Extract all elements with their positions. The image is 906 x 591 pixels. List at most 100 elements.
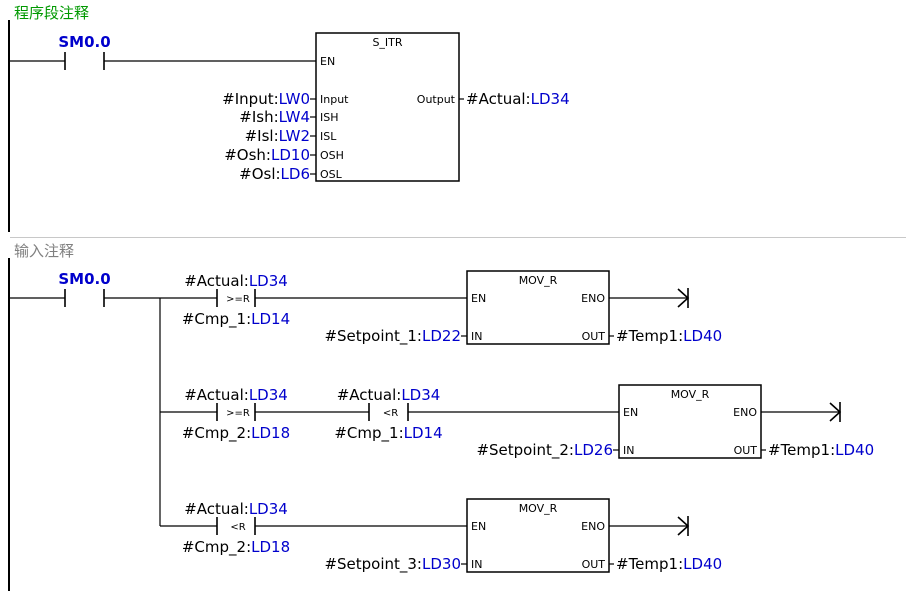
address: LW2 [279, 127, 310, 145]
address: LD40 [835, 441, 874, 459]
pin-osl: OSL [320, 168, 343, 181]
input-operand-osh-text: #Osh:LD10 [224, 146, 310, 164]
compare-operand-top[interactable]: #Actual:LD34 [184, 386, 288, 404]
compare-operand-top-text: #Actual:LD34 [184, 500, 288, 518]
pin-en: EN [623, 406, 638, 419]
contact-sm0-0-network-1[interactable]: SM0.0 [58, 33, 111, 70]
out-operand-3-text: #Temp1:LD40 [616, 555, 722, 573]
pin-eno: ENO [733, 406, 757, 419]
pin-eno: ENO [581, 292, 605, 305]
compare-operand-top[interactable]: #Actual:LD34 [184, 500, 288, 518]
symbol-name: #Osl: [239, 165, 280, 183]
function-box-frame[interactable] [315, 32, 460, 182]
compare-operand-top-text: #Actual:LD34 [184, 386, 288, 404]
input-operand-osl-text: #Osl:LD6 [239, 165, 310, 183]
symbol-name: #Actual: [466, 90, 531, 108]
out-operand-1[interactable]: #Temp1:LD40 [616, 327, 722, 345]
symbol-name: #Isl: [245, 127, 279, 145]
symbol-name: #Temp1: [616, 555, 683, 573]
compare-operand-bottom[interactable]: #Cmp_2:LD18 [182, 424, 290, 443]
pin-en: EN [320, 55, 335, 68]
compare-operand-top[interactable]: #Actual:LD34 [184, 272, 288, 290]
compare-operand-bottom[interactable]: #Cmp_2:LD18 [182, 538, 290, 557]
pin-input: Input [320, 93, 349, 106]
input-operand-osh[interactable]: #Osh:LD10 [224, 146, 310, 164]
symbol-name: #Setpoint_2: [476, 441, 574, 460]
address: LD10 [271, 146, 310, 164]
pin-output: Output [417, 93, 456, 106]
box-title: MOV_R [519, 502, 558, 515]
symbol-name: #Input: [222, 90, 278, 108]
out-operand-2-text: #Temp1:LD40 [768, 441, 874, 459]
address: LD22 [422, 327, 461, 345]
compare-operand-bottom-text: #Cmp_1:LD14 [334, 424, 442, 443]
output-operand[interactable]: #Actual:LD34 [466, 90, 570, 108]
address: LD34 [249, 272, 288, 290]
symbol-name: #Osh: [224, 146, 271, 164]
pin-in: IN [471, 330, 482, 343]
symbol-name: #Cmp_2: [182, 424, 251, 443]
output-operand-text: #Actual:LD34 [466, 90, 570, 108]
pin-out: OUT [582, 558, 606, 571]
symbol-name: #Temp1: [616, 327, 683, 345]
function-box-frame[interactable] [618, 384, 762, 459]
input-operand-ish[interactable]: #Ish:LW4 [239, 108, 310, 126]
address: LD6 [281, 165, 310, 183]
symbol-name: #Ish: [239, 108, 278, 126]
compare-contact-2-1[interactable]: >=R#Actual:LD34#Cmp_2:LD18 [182, 386, 290, 443]
compare-contact-1-1[interactable]: >=R#Actual:LD34#Cmp_1:LD14 [182, 272, 290, 329]
pin-in: IN [471, 558, 482, 571]
compare-contact-3-1[interactable]: <R #Actual:LD34 #Cmp_2:LD18 [182, 500, 290, 557]
input-operand-input[interactable]: #Input:LW0 [222, 90, 310, 108]
out-operand-2[interactable]: #Temp1:LD40 [768, 441, 874, 459]
box-title: MOV_R [671, 388, 710, 401]
compare-operand-top-text: #Actual:LD34 [184, 272, 288, 290]
address: LD30 [422, 555, 461, 573]
symbol-name: #Actual: [184, 386, 249, 404]
rung-end-arrow-icon [677, 516, 690, 536]
compare-operand-bottom[interactable]: #Cmp_1:LD14 [182, 310, 290, 329]
function-box-frame[interactable] [466, 270, 610, 345]
input-operand-input-text: #Input:LW0 [222, 90, 310, 108]
address: LD26 [574, 441, 613, 459]
address: LW0 [279, 90, 310, 108]
box-title: S_ITR [372, 36, 402, 49]
network-2-comment[interactable]: 输入注释 [14, 242, 75, 260]
input-operand-isl[interactable]: #Isl:LW2 [245, 127, 310, 145]
network-1-comment[interactable]: 程序段注释 [14, 4, 90, 22]
rung-end-arrow-icon [677, 288, 690, 308]
in-operand-3-text: #Setpoint_3:LD30 [324, 555, 461, 574]
compare-operator: <R [383, 408, 398, 419]
compare-contact-2-2[interactable]: <R #Actual:LD34 #Cmp_1:LD14 [334, 386, 442, 443]
compare-operand-bottom[interactable]: #Cmp_1:LD14 [334, 424, 442, 443]
address: LD40 [683, 327, 722, 345]
compare-operand-bottom-text: #Cmp_2:LD18 [182, 424, 290, 443]
in-operand-1[interactable]: #Setpoint_1:LD22 [324, 327, 461, 346]
input-operand-ish-text: #Ish:LW4 [239, 108, 310, 126]
compare-operand-bottom-text: #Cmp_1:LD14 [182, 310, 290, 329]
pin-ish: ISH [320, 111, 339, 124]
address: LW4 [279, 108, 310, 126]
input-operand-osl[interactable]: #Osl:LD6 [239, 165, 310, 183]
pin-out: OUT [734, 444, 758, 457]
address: LD14 [251, 310, 290, 328]
out-operand-1-text: #Temp1:LD40 [616, 327, 722, 345]
in-operand-3[interactable]: #Setpoint_3:LD30 [324, 555, 461, 574]
compare-operand-top[interactable]: #Actual:LD34 [337, 386, 441, 404]
contact-sm0-0-network-2[interactable]: SM0.0 [58, 270, 111, 307]
in-operand-2[interactable]: #Setpoint_2:LD26 [476, 441, 613, 460]
address: LD18 [251, 424, 290, 442]
function-box-frame[interactable] [466, 498, 610, 573]
compare-operator: <R [230, 522, 245, 533]
pin-eno: ENO [581, 520, 605, 533]
pin-isl: ISL [320, 130, 337, 143]
in-operand-1-text: #Setpoint_1:LD22 [324, 327, 461, 346]
address: LD40 [683, 555, 722, 573]
out-operand-3[interactable]: #Temp1:LD40 [616, 555, 722, 573]
pin-osh: OSH [320, 149, 344, 162]
